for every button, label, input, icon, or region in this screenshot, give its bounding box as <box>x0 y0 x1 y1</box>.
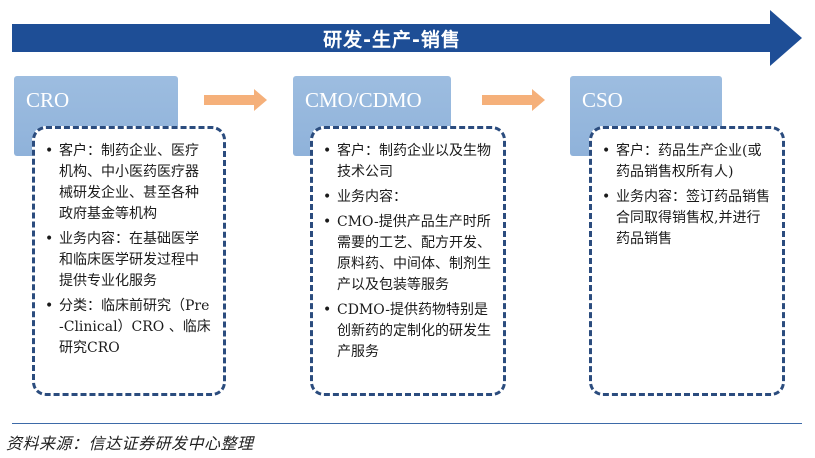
bullet-icon: • <box>323 214 332 230</box>
item-text: 业务内容：签订药品销售合同取得销售权,并进行药品销售 <box>616 189 770 247</box>
stage-item-list: • 客户：药品生产企业(或药品销售权所有人) • 业务内容：签订药品销售合同取得… <box>602 141 770 250</box>
item-text: CDMO-提供药物特别是创新药的定制化的研发生产服务 <box>337 302 491 360</box>
connector-arrow-icon <box>482 89 546 111</box>
bullet-icon: • <box>45 231 54 247</box>
item-text: 客户：药品生产企业(或药品销售权所有人) <box>616 143 762 180</box>
connector-arrow-icon <box>204 89 268 111</box>
stage-title-cmo-cdmo: CMO/CDMO <box>305 88 422 112</box>
item-text: 客户：制药企业、医疗机构、中小医药医疗器械研发企业、甚至各种政府基金等机构 <box>59 143 199 222</box>
item-text: 客户：制药企业以及生物技术公司 <box>337 143 491 180</box>
list-item: • CMO-提供产品生产时所需要的工艺、配方开发、原料药、中间体、制剂生产以及包… <box>323 212 491 296</box>
item-text: 分类：临床前研究（Pre-Clinical）CRO 、临床研究CRO <box>59 298 211 356</box>
item-text: 业务内容：在基础医学和临床医学研发过程中提供专业化服务 <box>59 231 199 289</box>
stage-panel-cro: • 客户：制药企业、医疗机构、中小医药医疗器械研发企业、甚至各种政府基金等机构 … <box>32 126 226 396</box>
banner-arrow-shape <box>12 10 802 66</box>
list-item: • 客户：制药企业、医疗机构、中小医药医疗器械研发企业、甚至各种政府基金等机构 <box>45 141 211 225</box>
bullet-icon: • <box>602 189 611 205</box>
footer-divider <box>12 423 802 424</box>
list-item: • 客户：药品生产企业(或药品销售权所有人) <box>602 141 770 183</box>
bullet-icon: • <box>602 143 611 159</box>
source-note: 资料来源：信达证券研发中心整理 <box>6 434 254 453</box>
stage-title-cro: CRO <box>26 88 70 112</box>
banner-title: 研发-生产-销售 <box>323 29 461 51</box>
process-banner-arrow: 研发-生产-销售 <box>12 8 804 68</box>
stage-item-list: • 客户：制药企业以及生物技术公司 • 业务内容： • CMO-提供产品生产时所… <box>323 141 491 363</box>
bullet-icon: • <box>323 302 332 318</box>
list-item: • CDMO-提供药物特别是创新药的定制化的研发生产服务 <box>323 300 491 363</box>
stage-panel-cmo-cdmo: • 客户：制药企业以及生物技术公司 • 业务内容： • CMO-提供产品生产时所… <box>310 126 506 396</box>
stage-panel-cso: • 客户：药品生产企业(或药品销售权所有人) • 业务内容：签订药品销售合同取得… <box>589 126 785 396</box>
list-item: • 分类：临床前研究（Pre-Clinical）CRO 、临床研究CRO <box>45 296 211 359</box>
bullet-icon: • <box>323 143 332 159</box>
stage-title-cso: CSO <box>582 88 623 112</box>
stage-item-list: • 客户：制药企业、医疗机构、中小医药医疗器械研发企业、甚至各种政府基金等机构 … <box>45 141 211 359</box>
list-item: • 客户：制药企业以及生物技术公司 <box>323 141 491 183</box>
list-item: • 业务内容： <box>323 187 491 208</box>
item-text: CMO-提供产品生产时所需要的工艺、配方开发、原料药、中间体、制剂生产以及包装等… <box>337 214 491 293</box>
list-item: • 业务内容：在基础医学和临床医学研发过程中提供专业化服务 <box>45 229 211 292</box>
item-text: 业务内容： <box>337 189 407 205</box>
bullet-icon: • <box>323 189 332 205</box>
bullet-icon: • <box>45 143 54 159</box>
list-item: • 业务内容：签订药品销售合同取得销售权,并进行药品销售 <box>602 187 770 250</box>
bullet-icon: • <box>45 298 54 314</box>
